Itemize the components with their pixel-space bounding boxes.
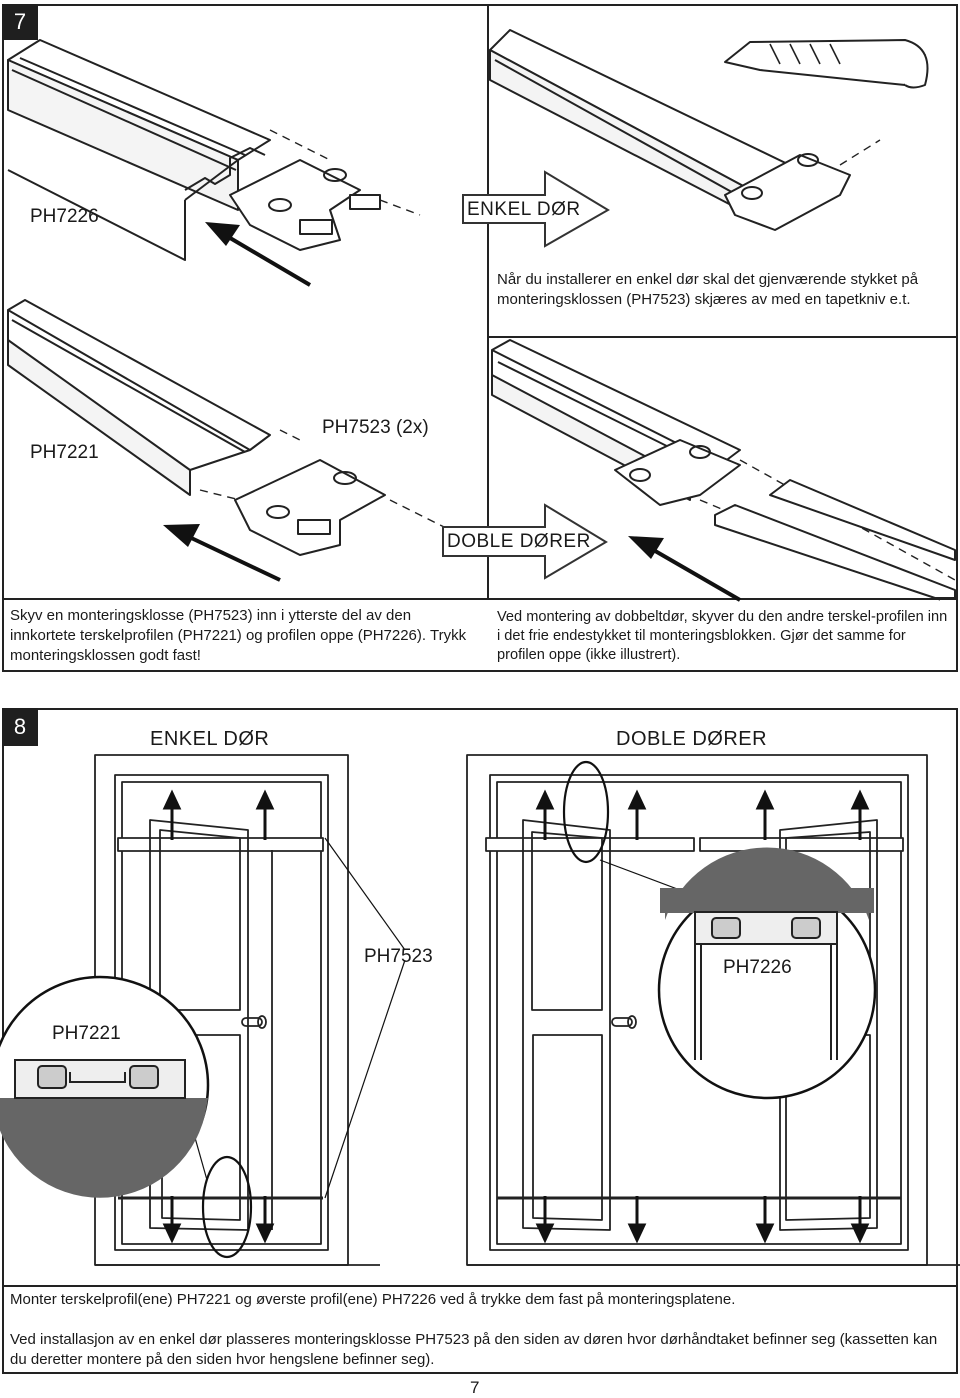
step7-frame (2, 4, 958, 672)
magnifier-ph7221-icon (0, 975, 210, 1198)
single-door-cut-drawing (462, 29, 929, 248)
label-ph7523-callout: PH7523 (364, 946, 433, 967)
caption-single-door-placement: Ved installasjon av en enkel dør plasser… (10, 1331, 938, 1368)
profile-ph7221-drawing (7, 299, 481, 582)
arrow-doble-dorer-icon (442, 503, 608, 580)
label-ph7523-2x: PH7523 (2x) (322, 417, 429, 438)
step8-badge: 8 (2, 708, 38, 746)
label-ph7226-callout: PH7226 (723, 957, 792, 978)
arrow-enkel-dor-icon (462, 170, 610, 248)
caption-push-block: Skyv en monteringsklosse (PH7523) inn i … (10, 607, 467, 664)
step7-divider-horizontal (487, 336, 958, 338)
door-installation-drawing (0, 754, 960, 1266)
caption-mount-profiles: Monter terskelprofil(ene) PH7221 og øver… (10, 1291, 736, 1308)
step7-divider-vertical (487, 4, 489, 598)
step7-caption-divider (2, 598, 958, 600)
profile-ph7226-drawing (7, 39, 421, 287)
arrow-push-left-icon-2 (163, 524, 281, 582)
double-door-drawing (442, 339, 956, 602)
label-ph7221-callout: PH7221 (52, 1023, 121, 1044)
callout-ellipse-icon (189, 760, 681, 1259)
arrow-push-left-icon (205, 222, 312, 287)
arrow-push-left-icon-3 (628, 536, 742, 602)
title-single-door: ENKEL DØR (150, 728, 270, 750)
step8-caption-divider (2, 1285, 958, 1287)
label-ph7226: PH7226 (30, 206, 99, 227)
label-enkel-dor-arrow: ENKEL DØR (467, 199, 581, 220)
label-ph7221: PH7221 (30, 442, 99, 463)
caption-double-doors: Ved montering av dobbeltdør, skyver du d… (497, 609, 948, 663)
caption-single-door-cut: Når du installerer en enkel dør skal det… (497, 271, 919, 308)
magnifier-ph7226-icon (657, 847, 877, 1100)
label-doble-dorer-arrow: DOBLE DØRER (447, 531, 591, 552)
arrows-press-icon (162, 789, 870, 1244)
page-number: 7 (470, 1378, 480, 1397)
step7-badge: 7 (2, 4, 38, 40)
title-double-doors: DOBLE DØRER (616, 728, 768, 750)
